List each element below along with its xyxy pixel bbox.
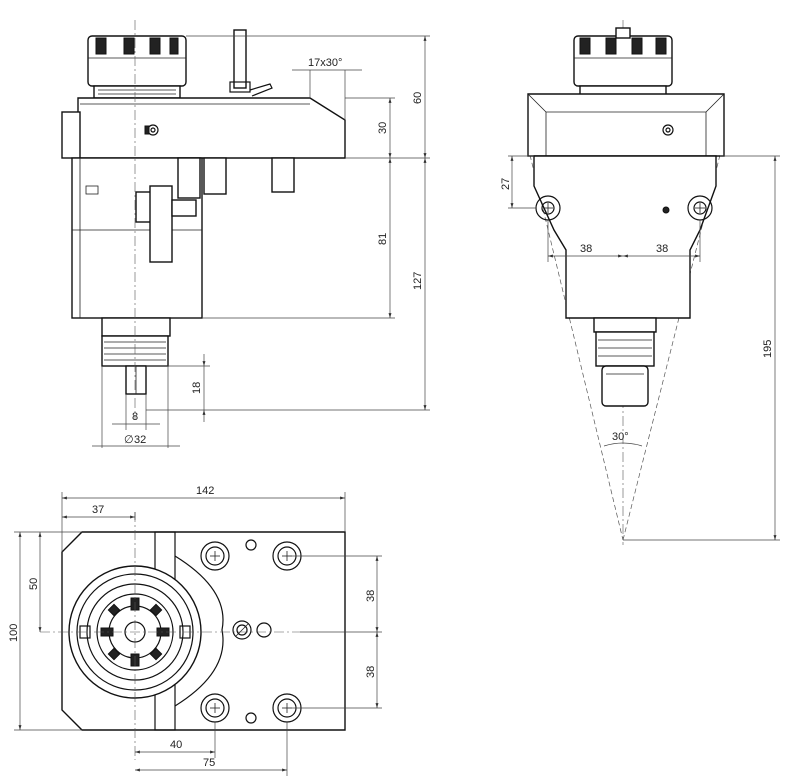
dim-spacing-38-left: 38 — [580, 243, 592, 255]
coolant-pin — [229, 29, 273, 97]
side-view: 17x30° 60 30 81 127 18 8 ∅ 32 — [61, 20, 430, 448]
side-view-labels: 17x30° 60 30 81 127 18 8 ∅ 32 — [124, 57, 424, 446]
collet-nut-front — [573, 27, 673, 99]
mounting-bolts — [200, 539, 302, 724]
dim-height-127: 127 — [412, 272, 424, 290]
flange-body — [61, 97, 346, 159]
dim-offset-27: 27 — [500, 178, 512, 190]
dim-spacing-38-bottom: 38 — [365, 666, 377, 678]
dim-width-142: 142 — [196, 485, 214, 497]
dim-reach-195: 195 — [762, 340, 774, 358]
dim-offset-37: 37 — [92, 504, 104, 516]
front-view: 27 38 38 195 30° — [500, 20, 780, 545]
front-body — [533, 155, 717, 407]
dim-height-60: 60 — [412, 92, 424, 104]
dim-height-30: 30 — [377, 122, 389, 134]
front-head — [527, 93, 725, 157]
top-view-labels: 142 37 100 50 38 38 40 75 — [8, 485, 377, 769]
dim-height-100: 100 — [8, 624, 20, 642]
dim-width-8: 8 — [132, 411, 138, 423]
dim-height-18: 18 — [191, 382, 203, 394]
collet-nut-top — [87, 35, 187, 99]
dim-height-50: 50 — [28, 578, 40, 590]
diameter-symbol: ∅ — [124, 434, 134, 446]
dim-spacing-38-right: 38 — [656, 243, 668, 255]
main-body — [71, 157, 295, 319]
dim-diameter-32: 32 — [134, 434, 146, 446]
dim-offset-75: 75 — [203, 757, 215, 769]
front-view-labels: 27 38 38 195 30° — [500, 178, 774, 443]
dim-chamfer: 17x30° — [308, 57, 342, 69]
dim-spacing-38-top: 38 — [365, 590, 377, 602]
dim-angle-30: 30° — [612, 431, 629, 443]
dim-height-81: 81 — [377, 233, 389, 245]
lower-spindle — [101, 317, 171, 395]
top-view: 142 37 100 50 38 38 40 75 — [8, 485, 382, 776]
dim-offset-40: 40 — [170, 739, 182, 751]
